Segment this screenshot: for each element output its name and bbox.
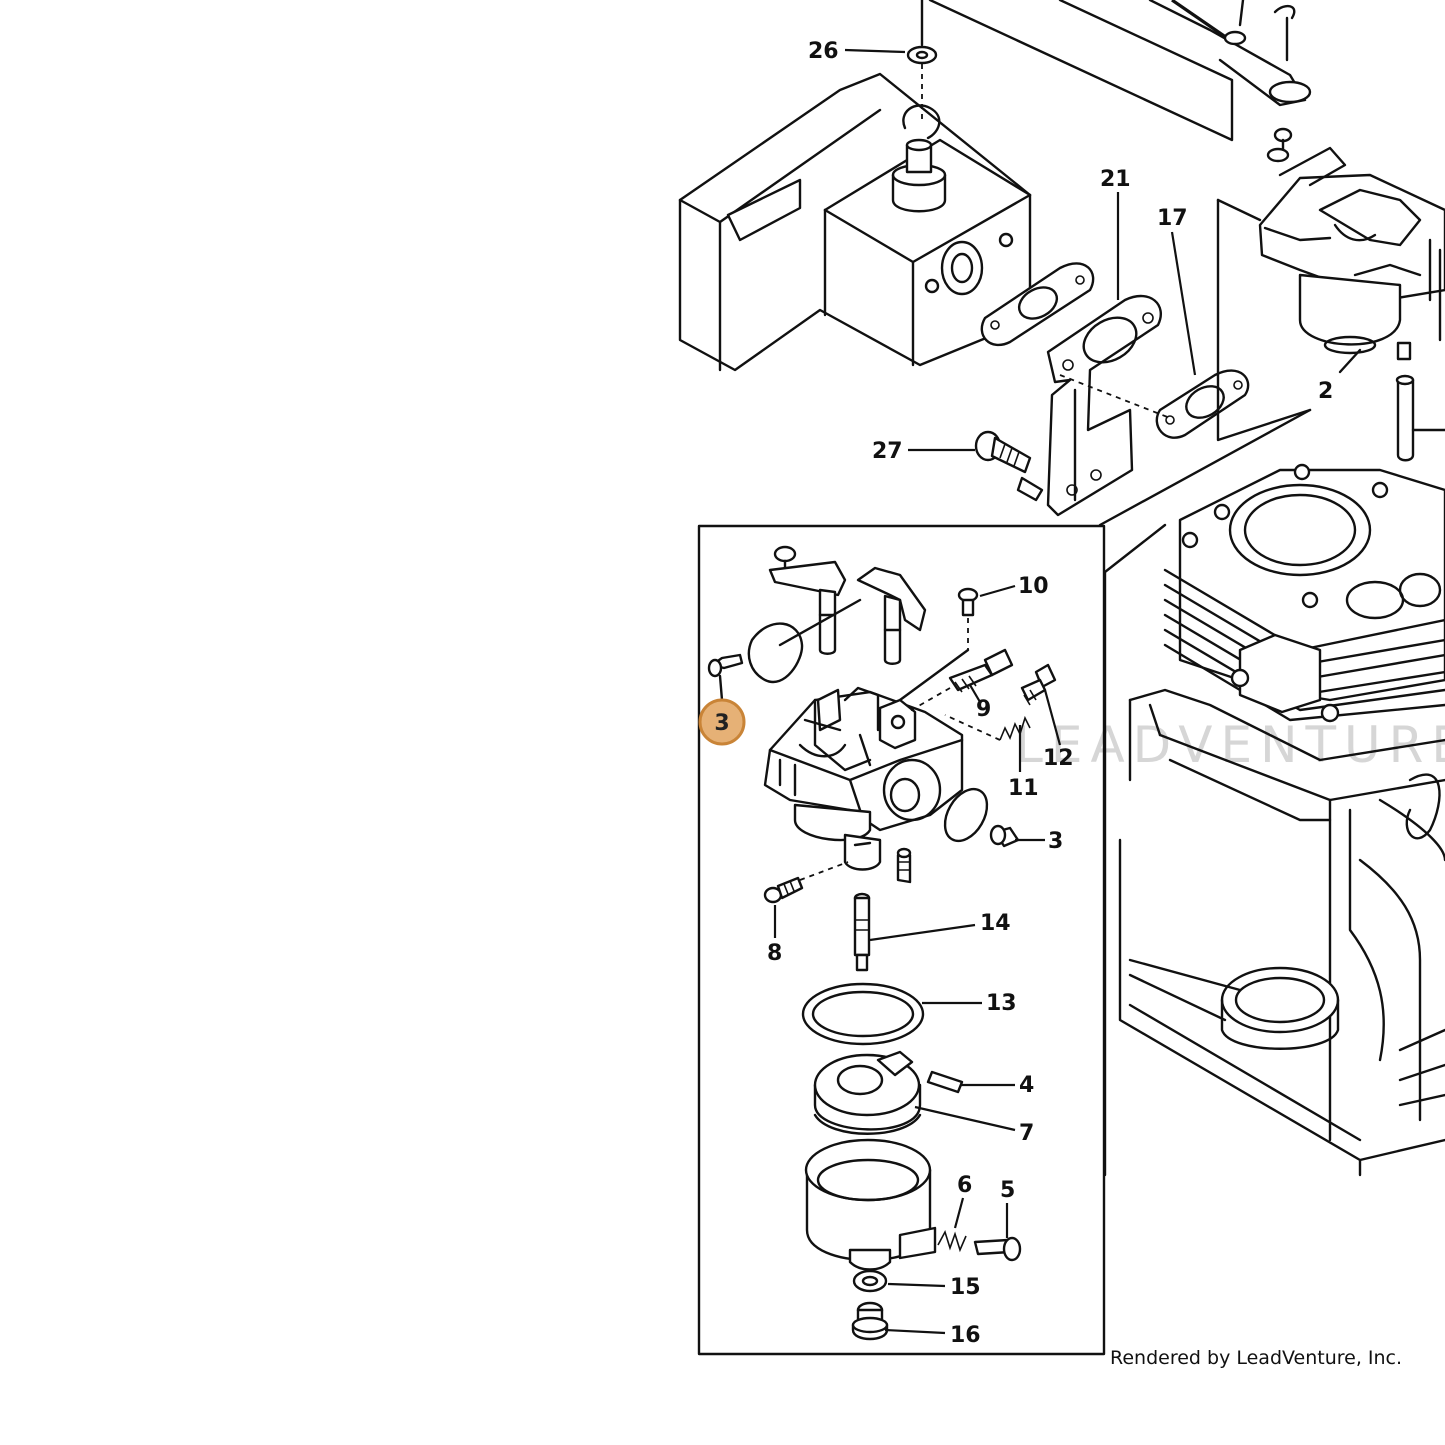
- muffler: [678, 72, 1032, 372]
- gasket-front: [980, 262, 1095, 347]
- part-16-bolt: [851, 1301, 889, 1341]
- callout-7[interactable]: 7: [1019, 1121, 1034, 1146]
- part-13-ring: [801, 982, 925, 1046]
- callout-12[interactable]: 12: [1043, 746, 1074, 771]
- credit-text: Rendered by LeadVenture, Inc.: [1110, 1347, 1403, 1369]
- part-4-pin: [926, 1070, 964, 1094]
- part-8-screw: [763, 861, 849, 904]
- callout-27[interactable]: 27: [872, 439, 903, 464]
- callout-2[interactable]: 2: [1318, 379, 1333, 404]
- part-21-bracket: [1046, 294, 1162, 517]
- callout-15[interactable]: 15: [950, 1275, 981, 1300]
- engine-block: [1103, 463, 1445, 1177]
- callout-10[interactable]: 10: [1018, 574, 1049, 599]
- callout-3[interactable]: 3: [1048, 829, 1063, 854]
- part-27-bolt: [974, 430, 1044, 502]
- part-11-spring: [944, 714, 1031, 741]
- callout-5[interactable]: 5: [1000, 1178, 1015, 1203]
- top-bracket: [928, 0, 1312, 142]
- hotspot-label: 3: [714, 711, 729, 736]
- callout-26[interactable]: 26: [808, 39, 839, 64]
- callout-6[interactable]: 6: [957, 1173, 972, 1198]
- callout-11[interactable]: 11: [1008, 776, 1039, 801]
- callout-9[interactable]: 9: [976, 697, 991, 722]
- part-5-screw: [973, 1236, 1022, 1262]
- watermark: LEADVENTURE: [1015, 716, 1445, 774]
- part-12-screw: [1020, 663, 1057, 706]
- part-7-float: [813, 1050, 922, 1135]
- part-14-jet: [853, 892, 871, 972]
- part-3-plate: [943, 787, 1020, 848]
- installed-carburetor: [1216, 127, 1445, 462]
- choke-shaft: [768, 545, 847, 655]
- callout-4[interactable]: 4: [1019, 1073, 1034, 1098]
- callout-17[interactable]: 17: [1157, 206, 1188, 231]
- fuel-fitting: [896, 847, 912, 884]
- part-3-screw: [707, 653, 744, 702]
- choke-plate: [747, 622, 804, 684]
- hotspot-3[interactable]: 3: [698, 698, 746, 746]
- float-bowl: [804, 1138, 937, 1271]
- callout-14[interactable]: 14: [980, 911, 1011, 936]
- callout-labels: 26 21 17 2 27 10 9 12 11 3 8 14 13 4 7 6…: [767, 39, 1333, 1348]
- detail-panel: [697, 524, 1106, 1356]
- callout-16[interactable]: 16: [950, 1323, 981, 1348]
- part-26-washer: [906, 0, 938, 120]
- part-9-screw: [907, 648, 1014, 713]
- carburetor-body: [763, 686, 964, 871]
- callout-21[interactable]: 21: [1100, 167, 1131, 192]
- callout-13[interactable]: 13: [986, 991, 1017, 1016]
- part-15-washer: [852, 1269, 888, 1293]
- throttle-shaft: [856, 566, 927, 665]
- part-6-spring: [937, 1229, 967, 1253]
- callout-8[interactable]: 8: [767, 941, 782, 966]
- leader-lines: [773, 48, 1197, 1335]
- part-10-screw: [898, 587, 979, 702]
- part-17-gasket: [1155, 369, 1250, 439]
